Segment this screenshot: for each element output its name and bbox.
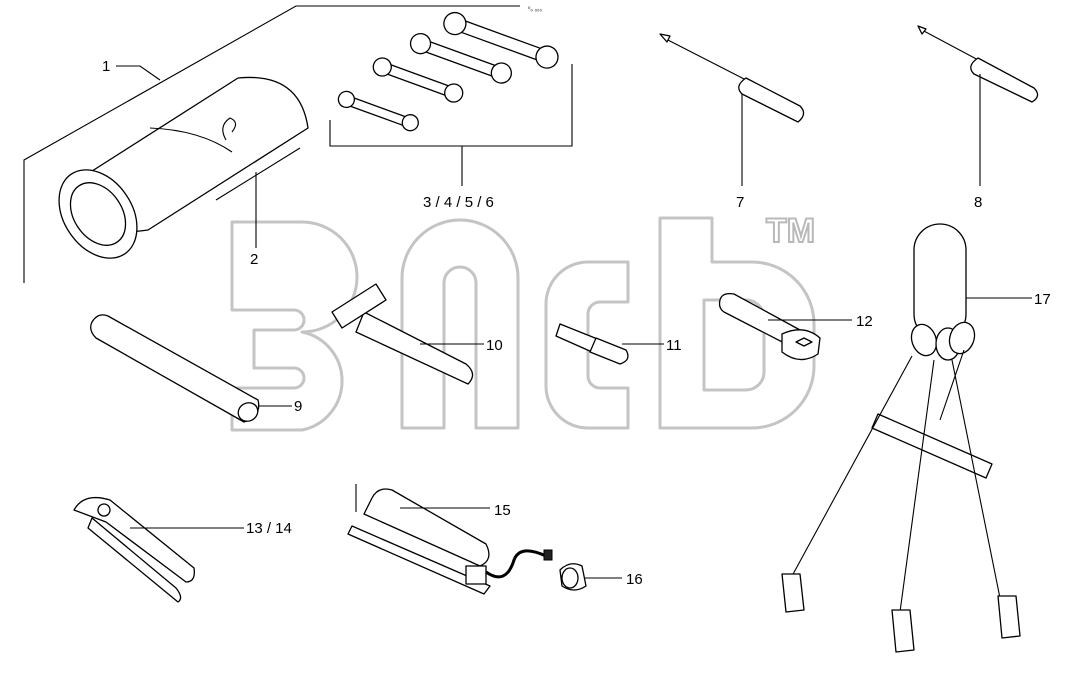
callout-16: 16 (626, 571, 643, 588)
lifting-sling (781, 223, 1021, 653)
callout-15: 12 (856, 313, 873, 330)
callout-9: 9 (294, 398, 302, 415)
kit-frame-line (23, 5, 520, 283)
callout-11: 11 (666, 337, 682, 354)
callout-12: 13 / 14 (246, 520, 292, 537)
callout-3456: 3 / 4 / 5 / 6 (423, 194, 494, 211)
hammer (331, 283, 474, 385)
callout-17: 17 (1034, 291, 1051, 308)
tool-roll (58, 76, 309, 259)
cap (559, 563, 587, 591)
callout-2: 2 (250, 251, 258, 268)
watermark-logo: TM (230, 211, 816, 432)
pliers (73, 496, 195, 603)
tube-bar (90, 314, 260, 423)
flat-screwdriver (659, 33, 805, 123)
hex-spanner (718, 292, 821, 361)
callout-1: 1 (102, 58, 110, 75)
callout-7: 7 (736, 194, 744, 211)
pin (555, 323, 629, 365)
leader-3456 (329, 64, 573, 186)
cross-screwdriver (917, 25, 1039, 103)
callout-8: 8 (974, 194, 982, 211)
callout-10: 10 (486, 337, 503, 354)
trademark-text: TM (766, 212, 815, 250)
leader-1 (116, 65, 161, 81)
grease-gun (347, 484, 553, 595)
header-code: ⁰₀ ₀₀₀ (528, 6, 543, 13)
open-end-wrenches (337, 11, 559, 132)
callout-1314: 15 (494, 502, 511, 519)
